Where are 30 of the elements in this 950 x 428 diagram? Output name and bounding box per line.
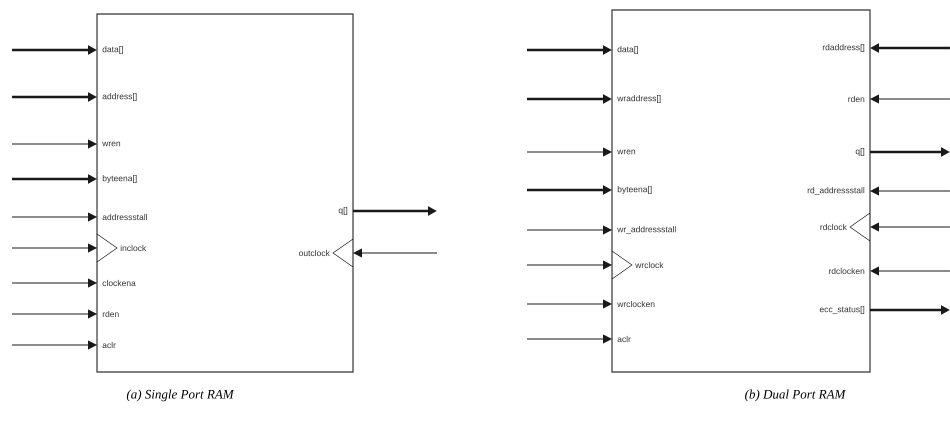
port-label: address[] [102,93,137,101]
port-label: byteena[] [102,175,137,183]
port-label: clockena [102,280,136,286]
port-label: ecc_status[] [820,306,864,314]
port-label: outclock [299,250,330,256]
port-label: aclr [618,336,631,342]
figure-caption: (a) Single Port RAM [126,390,234,402]
port-label: wraddress[] [617,95,661,103]
port-label: wr_addressstall [617,226,676,234]
ram-block [96,13,354,373]
port-label: data[] [102,46,123,54]
port-label: rd_addressstall [808,187,864,195]
port-label: byteena[] [618,186,652,194]
port-label: wrclocken [617,300,654,308]
ram-block [611,9,871,373]
port-label: wren [617,150,636,154]
port-label: inclock [120,244,146,252]
port-label: wren [102,142,120,146]
figure-caption: (b) Dual Port RAM [745,390,846,402]
port-label: q[] [338,207,348,215]
port-label: addressstall [102,214,147,220]
port-label: aclr [102,342,116,348]
port-label: rden [102,310,119,318]
port-label: rdaddress[] [822,44,864,52]
port-label: data[] [618,46,638,54]
port-label: rdclocken [828,268,864,274]
port-label: q[] [856,148,864,156]
port-label: rdclock [820,224,847,230]
port-label: rden [848,96,864,102]
port-label: wrclock [635,262,664,268]
